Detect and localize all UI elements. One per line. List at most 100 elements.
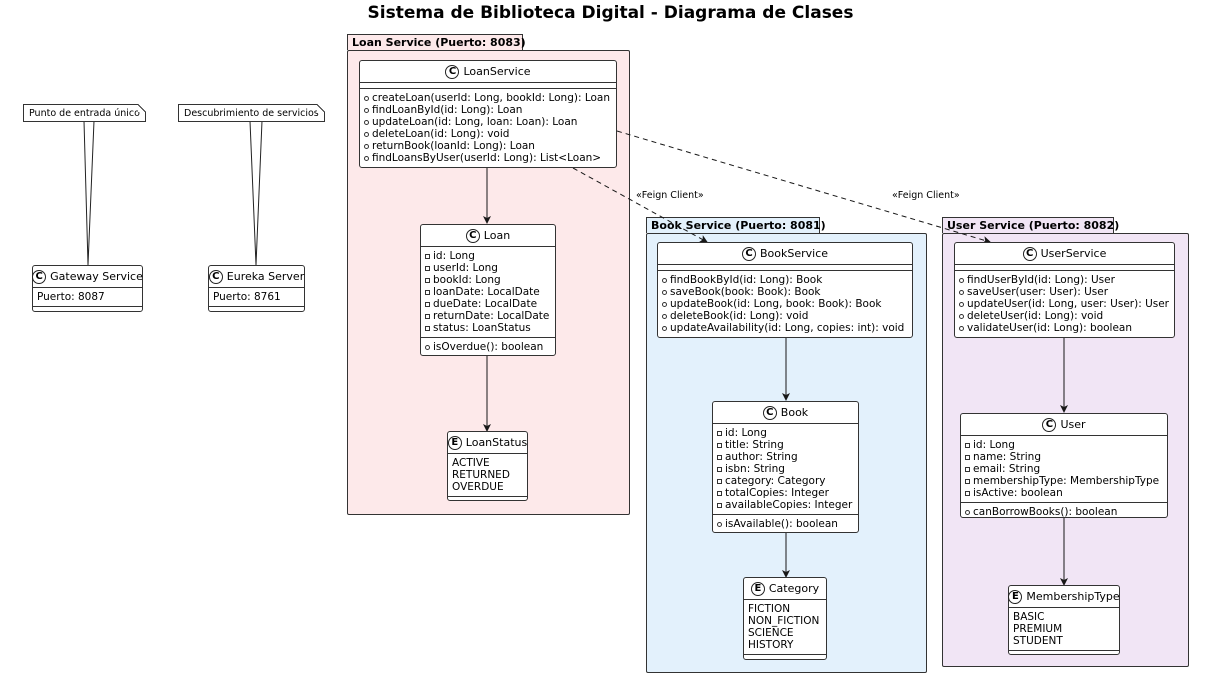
class-name: BookService (759, 247, 829, 260)
method-text: isOverdue(): boolean (433, 341, 544, 353)
method-text: deleteUser(id: Long): void (967, 310, 1104, 322)
note-eureka: Descubrimiento de servicios (178, 104, 325, 122)
method-row: findBookById(id: Long): Book (662, 274, 908, 286)
public-visibility-icon (959, 289, 964, 295)
package-tab-loan: Loan Service (Puerto: 8083) (347, 34, 526, 50)
class-name: UserService (1040, 247, 1107, 260)
field-section (955, 265, 1174, 271)
private-visibility-icon (717, 454, 722, 460)
class-name: Category (768, 582, 820, 595)
field-section: Puerto: 8761 (209, 288, 304, 307)
method-section (33, 307, 142, 312)
value-text: HISTORY (748, 639, 794, 651)
field-text: totalCopies: Integer (725, 487, 829, 499)
private-visibility-icon (425, 277, 430, 283)
value-row: SCIENCE (748, 627, 822, 639)
private-visibility-icon (965, 442, 970, 448)
method-text: findLoanById(id: Long): Loan (372, 104, 523, 116)
note-connector-eureka (249, 120, 263, 266)
field-row: totalCopies: Integer (717, 487, 854, 499)
method-text: isAvailable(): boolean (725, 518, 838, 530)
method-text: findLoansByUser(userId: Long): List<Loan… (372, 152, 602, 164)
value-text: RETURNED (452, 469, 510, 481)
method-section: createLoan(userId: Long, bookId: Long): … (360, 89, 616, 167)
public-visibility-icon (965, 509, 970, 515)
method-row: deleteUser(id: Long): void (959, 310, 1170, 322)
value-row: ACTIVE (452, 457, 523, 469)
field-row: bookId: Long (425, 274, 551, 286)
public-visibility-icon (662, 301, 667, 307)
field-section: Puerto: 8087 (33, 288, 142, 307)
field-text: id: Long (433, 250, 475, 262)
field-text: loanDate: LocalDate (433, 286, 540, 298)
value-text: SCIENCE (748, 627, 794, 639)
method-text: findBookById(id: Long): Book (670, 274, 823, 286)
private-visibility-icon (965, 490, 970, 496)
class-stereotype-icon: C (1022, 246, 1037, 261)
method-section (209, 307, 304, 312)
field-section (658, 265, 912, 271)
field-row: dueDate: LocalDate (425, 298, 551, 310)
field-row: id: Long (965, 439, 1163, 451)
private-visibility-icon (425, 325, 430, 331)
method-text: validateUser(id: Long): boolean (967, 322, 1133, 334)
field-text: title: String (725, 439, 784, 451)
note-connector-gateway (83, 120, 95, 266)
public-visibility-icon (717, 521, 722, 527)
field-row: title: String (717, 439, 854, 451)
class-name: LoanStatus (465, 436, 528, 449)
value-row: BASIC (1013, 611, 1115, 623)
method-text: saveUser(user: User): User (967, 286, 1109, 298)
value-row: STUDENT (1013, 635, 1115, 647)
method-section: isOverdue(): boolean (421, 338, 555, 356)
method-row: updateLoan(id: Long, loan: Loan): Loan (364, 116, 612, 128)
private-visibility-icon (425, 253, 430, 259)
private-visibility-icon (425, 289, 430, 295)
field-row: category: Category (717, 475, 854, 487)
method-row: validateUser(id: Long): boolean (959, 322, 1170, 334)
value-row: NON_FICTION (748, 615, 822, 627)
public-visibility-icon (364, 143, 369, 149)
method-row: isOverdue(): boolean (425, 341, 551, 353)
field-text: isActive: boolean (973, 487, 1063, 499)
value-text: PREMIUM (1013, 623, 1063, 635)
method-row: saveUser(user: User): User (959, 286, 1170, 298)
method-text: deleteBook(id: Long): void (670, 310, 809, 322)
public-visibility-icon (425, 344, 430, 350)
value-text: BASIC (1013, 611, 1045, 623)
value-row: FICTION (748, 603, 822, 615)
extra-section (1009, 651, 1119, 656)
method-text: saveBook(book: Book): Book (670, 286, 821, 298)
method-text: updateBook(id: Long, book: Book): Book (670, 298, 882, 310)
private-visibility-icon (965, 454, 970, 460)
class-name: LoanService (463, 65, 531, 78)
public-visibility-icon (364, 95, 369, 101)
method-text: canBorrowBooks(): boolean (973, 506, 1118, 518)
enum-stereotype-icon: E (447, 435, 462, 450)
field-text: id: Long (725, 427, 767, 439)
field-row: id: Long (425, 250, 551, 262)
public-visibility-icon (662, 313, 667, 319)
package-tab-book: Book Service (Puerto: 8081) (646, 217, 826, 233)
field-text: bookId: Long (433, 274, 501, 286)
value-text: FICTION (748, 603, 791, 615)
method-text: returnBook(loanId: Long): Loan (372, 140, 535, 152)
value-row: PREMIUM (1013, 623, 1115, 635)
method-row: deleteBook(id: Long): void (662, 310, 908, 322)
private-visibility-icon (717, 430, 722, 436)
value-text: OVERDUE (452, 481, 504, 493)
